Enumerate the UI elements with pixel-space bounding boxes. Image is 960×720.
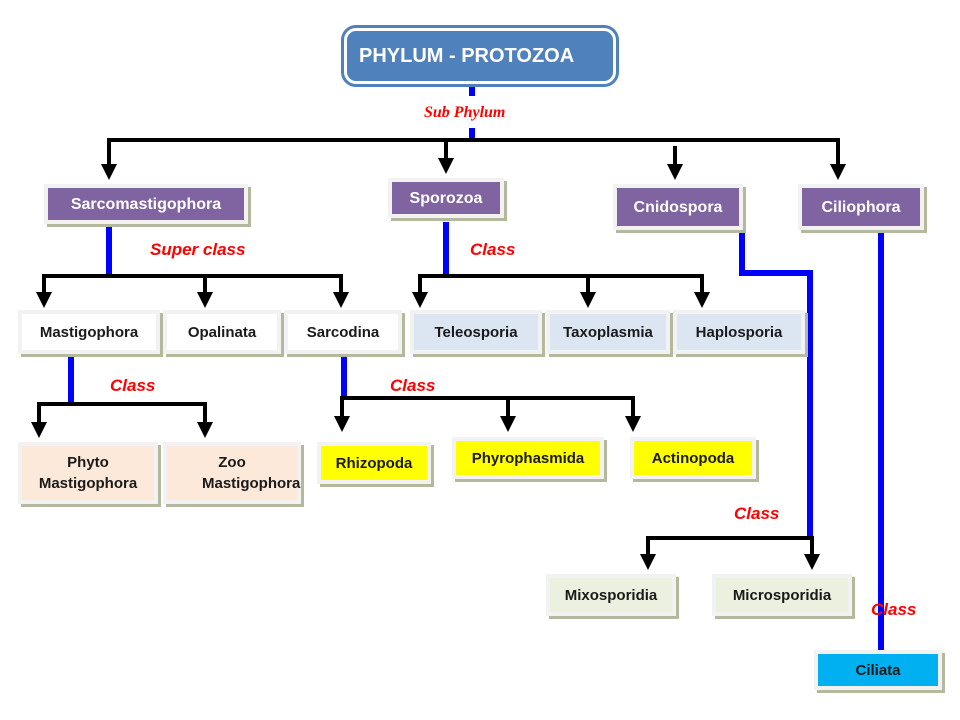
node-rhizopoda: Rhizopoda [317,442,431,484]
node-sporozoa: Sporozoa [388,178,504,218]
cnidospora-connector [640,230,820,570]
cnidospora-class-label: Class [734,504,780,523]
node-teleosporia: Teleosporia [410,310,542,354]
super-class-label: Super class [150,240,246,259]
node-label: Sporozoa [409,189,483,207]
node-label: Phyrophasmida [471,449,585,467]
node-label: Actinopoda [651,449,735,467]
node-label: Zoo Mastigophora [202,454,301,492]
sarcomastigophora-connector [36,222,349,308]
phylum-label: PHYLUM - PROTOZOA [359,44,575,67]
root-connector [101,86,846,180]
node-ciliata: Ciliata [814,650,942,690]
node-mixosporidia: Mixosporidia [546,574,676,616]
node-actinopoda: Actinopoda [630,437,756,479]
node-label: Phyto Mastigophora [38,454,138,492]
node-taxoplasmia: Taxoplasmia [546,310,670,354]
node-haplosporia: Haplosporia [673,310,805,354]
node-label: Haplosporia [695,323,783,341]
node-label: Mixosporidia [564,586,658,604]
node-label: Microsporidia [732,586,832,604]
node-label: Ciliata [855,661,901,679]
sub-phylum-label: Sub Phylum [424,104,506,121]
node-microsporidia: Microsporidia [712,574,852,616]
node-label: Cnidospora [633,198,723,216]
node-opalinata: Opalinata [163,310,281,354]
node-cnidospora: Cnidospora [613,184,743,230]
node-label: Sarcodina [306,323,380,341]
phylum-protozoa-node: PHYLUM - PROTOZOA [341,25,619,87]
node-label: Taxoplasmia [563,323,653,341]
node-label: Ciliophora [821,198,901,216]
sarcodina-class-label: Class [390,376,436,395]
sporozoa-class-label: Class [470,240,516,259]
node-label: Opalinata [187,323,257,341]
node-label: Sarcomastigophora [70,195,222,213]
node-phyrophasmida: Phyrophasmida [452,437,604,479]
node-label: Rhizopoda [335,454,413,472]
mastigophora-class-label: Class [110,376,156,395]
node-sarcomastigophora: Sarcomastigophora [44,184,248,224]
node-label: Mastigophora [39,323,139,341]
ciliophora-class-label: Class [871,600,917,619]
node-sarcodina: Sarcodina [284,310,402,354]
node-mastigophora: Mastigophora [18,310,160,354]
node-phyto-mastigophora: Phyto Mastigophora [18,442,158,504]
sarcodina-connector [334,356,641,432]
sporozoa-connector [412,222,710,308]
mastigophora-connector [31,352,213,438]
node-zoo-mastigophora: Zoo Mastigophora [163,442,301,504]
node-ciliophora: Ciliophora [798,184,924,230]
node-label: Teleosporia [434,323,518,341]
